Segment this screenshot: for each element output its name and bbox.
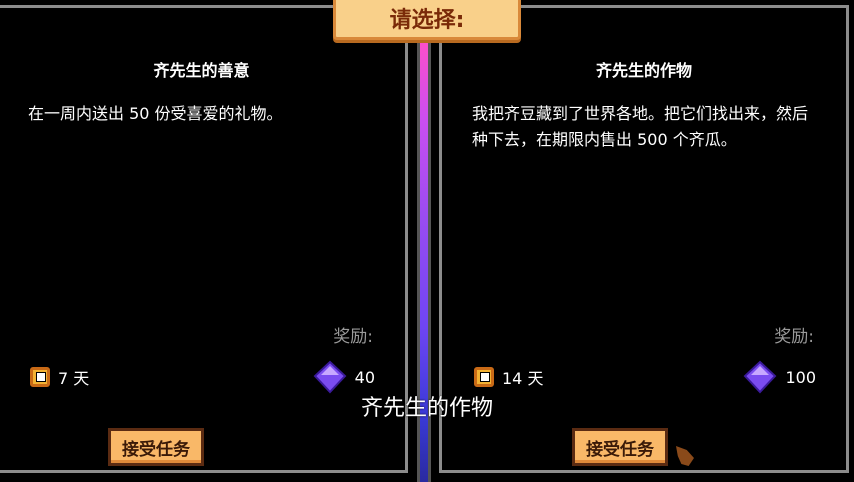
accept-quest-button[interactable]: 接受任务 <box>572 428 668 466</box>
reward: 100 <box>743 360 816 394</box>
subtitle-caption: 齐先生的作物 <box>360 396 493 421</box>
reward-label: 奖励: <box>774 327 814 347</box>
duration-text: 14 天 <box>502 369 544 388</box>
clock-icon <box>474 367 494 387</box>
clock-icon <box>30 367 50 387</box>
reward-amount: 100 <box>785 367 816 387</box>
quest-panel-right: 齐先生的作物 我把齐豆藏到了世界各地。把它们找出来，然后种下去，在期限内售出 5… <box>439 5 849 473</box>
quest-title: 齐先生的善意 <box>153 61 250 80</box>
reward: 40 <box>313 360 375 394</box>
qi-gem-icon <box>313 360 347 394</box>
duration-text: 7 天 <box>58 369 90 388</box>
quest-panel-left: 齐先生的善意 在一周内送出 50 份受喜爱的礼物。 奖励: 7 天 40 接受任… <box>0 5 408 473</box>
choose-banner: 请选择: <box>333 0 521 40</box>
quest-description: 在一周内送出 50 份受喜爱的礼物。 <box>28 104 283 123</box>
reward-label: 奖励: <box>333 327 373 347</box>
duration: 7 天 <box>30 365 89 389</box>
quest-title: 齐先生的作物 <box>595 61 692 80</box>
divider-bar <box>417 38 431 482</box>
qi-gem-icon <box>743 360 777 394</box>
reward-amount: 40 <box>354 367 375 387</box>
quest-description: 我把齐豆藏到了世界各地。把它们找出来，然后种下去，在期限内售出 500 个齐瓜。 <box>472 104 809 149</box>
accept-quest-button[interactable]: 接受任务 <box>108 428 204 466</box>
duration: 14 天 <box>474 365 543 389</box>
